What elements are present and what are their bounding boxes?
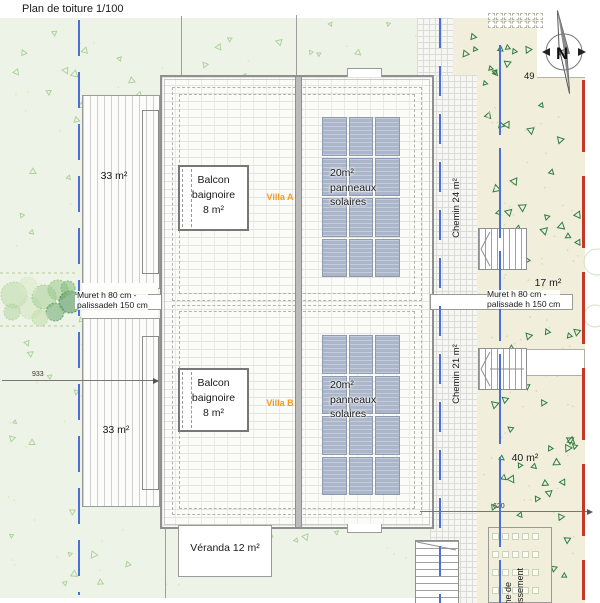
balcony-a-line1: Balcon [197, 174, 230, 186]
boundary-line-blue-right [499, 45, 501, 603]
veranda-box: Véranda 12 m² [178, 525, 272, 577]
solar-array-a [322, 117, 400, 277]
gravel-area-step [537, 77, 585, 93]
muret-right-label: Muret h 80 cm -palissade h 150 cm [487, 289, 561, 309]
balcony-a-line2: baignoire [191, 189, 236, 201]
turning-zone-label-line2: rebroussement [515, 567, 525, 603]
stairs-upper [478, 228, 527, 270]
solar-label-b: 20m² panneaux solaires [330, 379, 377, 420]
solar-label-a: 20m² panneaux solaires [330, 167, 377, 208]
boundary-line-red [582, 80, 585, 600]
north-arrow-icon: N [542, 10, 586, 94]
parcel-number-label: 49 [524, 71, 535, 82]
path-strip-right [430, 75, 477, 603]
balcony-b-line1: Balcon [197, 377, 230, 389]
balcony-b-line2: baignoire [191, 392, 236, 404]
boundary-guide-top [181, 16, 182, 75]
balcony-box-b: Balcon baignoire 8 m² [178, 368, 249, 432]
boundary-line-blue-mid [439, 18, 441, 603]
party-wall [295, 77, 302, 527]
deck-lower-inner [142, 336, 159, 490]
villa-b-label: Villa B [266, 398, 294, 408]
muret-left-label: Muret h 80 cm -palissadeh 150 cm [77, 290, 148, 310]
deck-lower [82, 318, 160, 507]
path-lower-label: Chemin 21 m² [451, 344, 462, 404]
garden-area-label: 40 m² [511, 452, 539, 464]
north-label: N [556, 44, 568, 63]
boundary-guide-bottom [165, 523, 166, 598]
villa-a-label: Villa A [266, 192, 294, 202]
veranda-label: Véranda 12 m² [190, 542, 260, 554]
stairs-lower [478, 348, 527, 390]
path-strip-top [417, 18, 453, 75]
balcony-b-line3: 8 m² [203, 407, 224, 419]
party-wall-guide-top [296, 15, 297, 75]
deck-upper-area-label: 33 m² [100, 170, 128, 182]
deck-upper [82, 95, 160, 289]
dimension-933-label: 933 [32, 371, 44, 378]
balcony-a-line3: 8 m² [203, 204, 224, 216]
dimension-933-arrow [153, 378, 159, 384]
landing-strip [525, 349, 585, 376]
dimension-933-line [2, 380, 158, 381]
deck-lower-area-label: 33 m² [102, 424, 130, 436]
gravel-area-right [477, 92, 585, 603]
solar-array-b [322, 335, 400, 495]
deck-upper-inner [142, 110, 159, 274]
chimney-notch-top [347, 68, 382, 77]
turning-zone-label-line1: Zone de [503, 581, 513, 603]
dimension-620-label: 620 [493, 503, 505, 510]
chimney-notch-bottom [347, 524, 382, 533]
stairs-bottom [415, 540, 459, 603]
dimension-620-line [420, 511, 590, 512]
paving-strip [488, 13, 545, 30]
page-title: Plan de toiture 1/100 [22, 3, 124, 15]
terrace-area-label: 17 m² [534, 277, 562, 289]
path-upper-label: Chemin 24 m² [451, 178, 462, 238]
dimension-620-arrow [587, 509, 593, 515]
balcony-box-a: Balcon baignoire 8 m² [178, 165, 249, 231]
